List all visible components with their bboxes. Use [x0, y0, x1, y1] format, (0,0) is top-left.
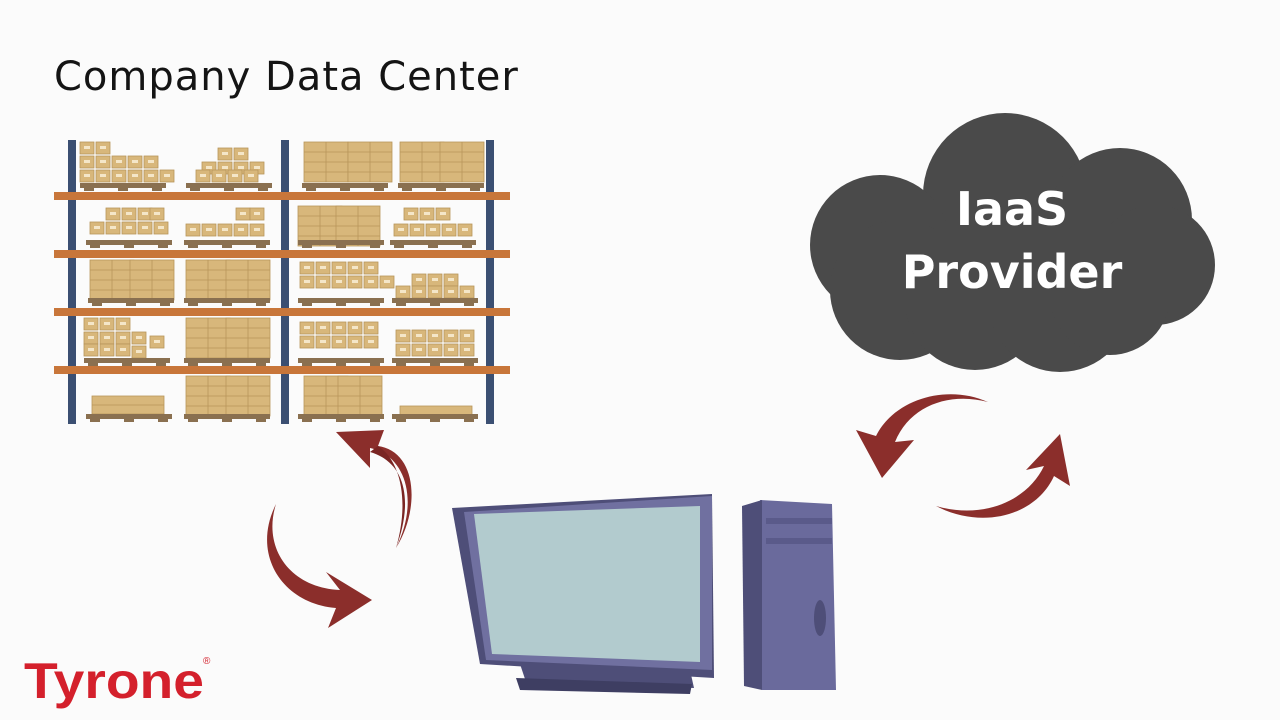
- warehouse-shelves-icon: [54, 140, 510, 424]
- arrow-to-computer-right: [856, 394, 988, 478]
- cloud-icon: IaaS Provider: [810, 113, 1215, 372]
- arrow-to-cloud: [936, 434, 1070, 518]
- arrow-to-computer: [267, 504, 372, 628]
- datacenter-label: Company Data Center: [54, 54, 519, 100]
- refresh-arrows-icon: [267, 430, 412, 628]
- tyrone-logo: Tyrone ®: [24, 653, 211, 709]
- cloud-label-line2: Provider: [902, 245, 1123, 299]
- arrow-to-datacenter: [336, 430, 412, 548]
- desktop-computer-icon: [452, 494, 836, 694]
- logo-text: Tyrone: [24, 653, 204, 709]
- cloud-label-line1: IaaS: [956, 182, 1068, 236]
- logo-registered-mark: ®: [203, 656, 211, 667]
- refresh-arrows-icon: [856, 394, 1070, 518]
